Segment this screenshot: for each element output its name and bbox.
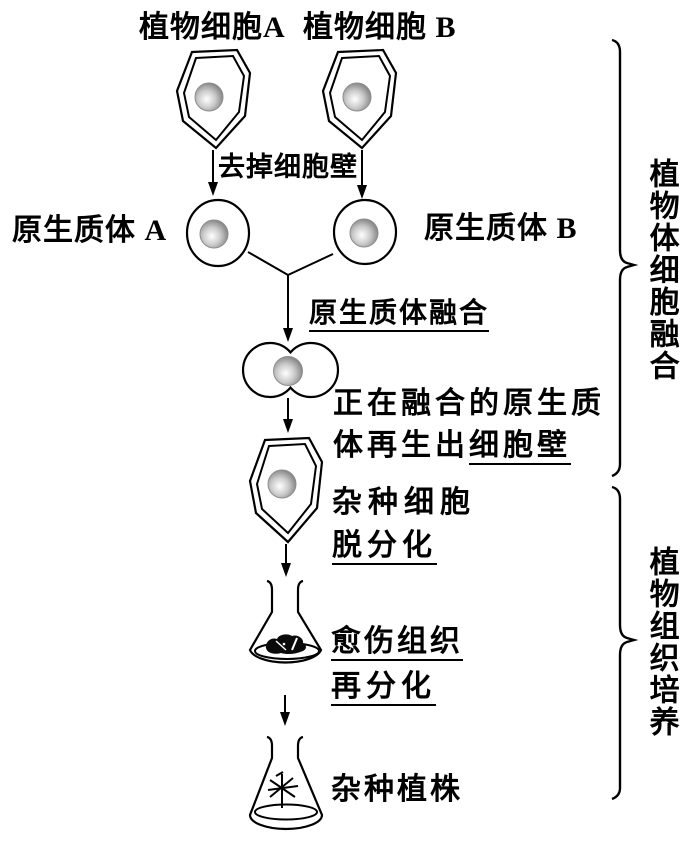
plant-cell-b-label: 植物细胞 B — [303, 11, 457, 44]
protoplast-a-label: 原生质体 A — [12, 214, 168, 247]
dedifferentiation-label: 脱分化 — [332, 529, 437, 565]
arrow-redifferentiation — [280, 695, 290, 726]
plant-cell-a-shape — [175, 48, 252, 150]
remove-cell-wall-label: 去掉细胞壁 — [218, 152, 358, 182]
cell-wall-underlined: 细胞壁 — [469, 429, 571, 465]
brace-tissue-culture — [611, 485, 639, 801]
protoplast-b-label: 原生质体 B — [424, 212, 578, 245]
plant-cell-b-shape — [321, 48, 398, 150]
nucleus-icon — [267, 469, 297, 499]
regenerate-wall-line1: 正在融合的原生质 — [333, 387, 605, 420]
callus-blob — [265, 634, 306, 655]
arrow-regenerate-wall — [283, 398, 293, 433]
plant-cell-a-label: 植物细胞A — [139, 11, 286, 44]
tissue-culture-bracket-label: 植物组织培养 — [644, 546, 678, 738]
plantlet-icon — [267, 771, 299, 808]
liquid-surface — [254, 803, 318, 821]
nucleus-icon — [273, 356, 303, 386]
hybrid-cell-shape — [248, 436, 324, 544]
nucleus-icon — [194, 82, 224, 112]
plantlet-flask-shape — [248, 735, 324, 831]
hybrid-cell-label: 杂种细胞 — [332, 486, 476, 519]
callus-flask-shape — [248, 579, 323, 664]
regenerate-wall-line2: 体再生出细胞壁 — [333, 429, 571, 465]
nucleus-icon — [349, 218, 379, 248]
arrow-fusion — [247, 251, 334, 342]
hybrid-plant-label: 杂种植株 — [331, 773, 463, 806]
nucleus-icon — [342, 82, 372, 112]
protoplast-b-shape — [332, 198, 398, 266]
brace-somatic-fusion — [611, 38, 639, 478]
arrow-dedifferentiation — [281, 544, 291, 577]
protoplast-fusion-label: 原生质体融合 — [309, 298, 490, 332]
arrow-remove-wall-b — [357, 150, 367, 199]
arrow-remove-wall-a — [208, 150, 218, 196]
redifferentiation-label: 再分化 — [331, 670, 436, 706]
callus-label: 愈伤组织 — [331, 625, 463, 661]
fusing-protoplasts-shape — [242, 341, 339, 399]
protoplast-a-shape — [185, 198, 251, 268]
somatic-fusion-bracket-label: 植物体细胞融合 — [644, 158, 678, 382]
nucleus-icon — [199, 219, 229, 249]
